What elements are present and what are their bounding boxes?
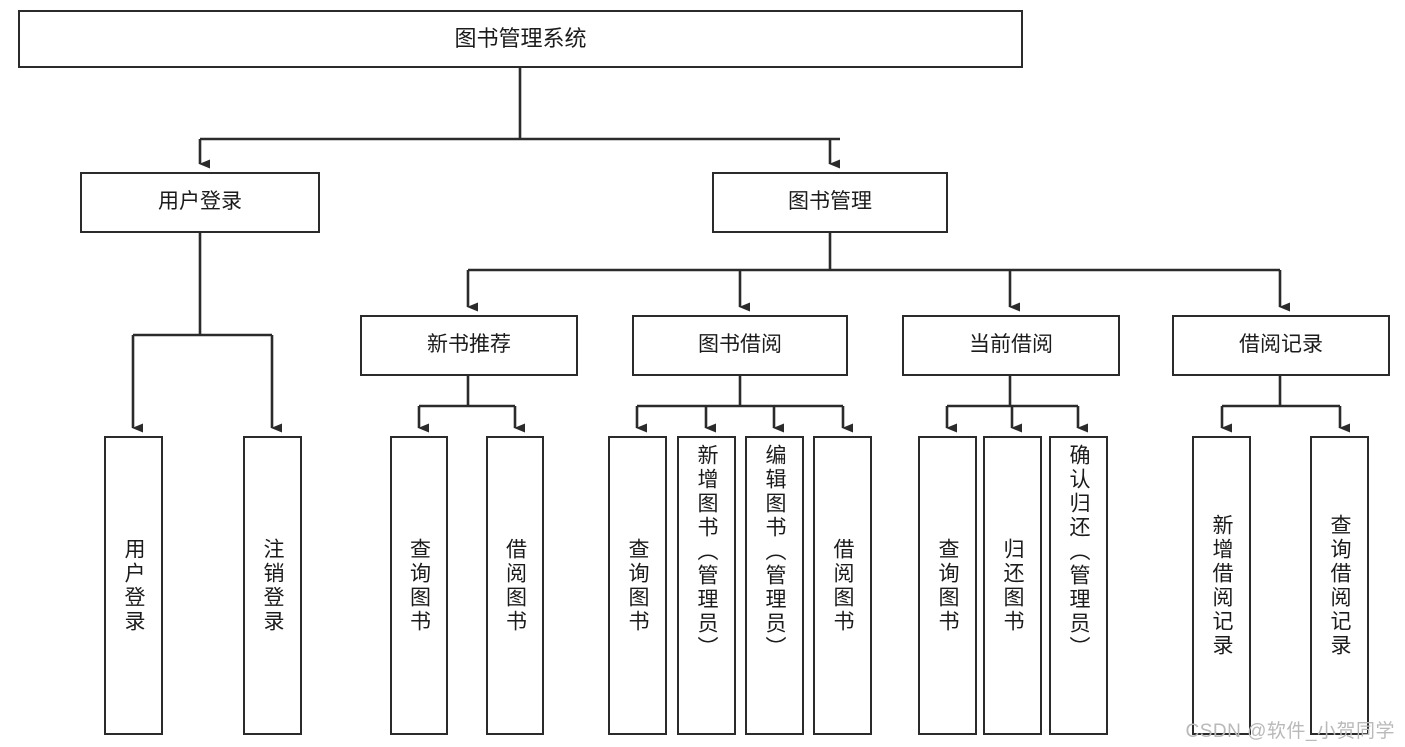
leaf-current-borrow-query-label: 查询图书 — [936, 537, 959, 634]
node-new-book-recommend[interactable]: 新书推荐 — [360, 315, 578, 376]
leaf-book-borrow-query-label: 查询图书 — [626, 537, 649, 634]
leaf-user-login-signout-label: 注销登录 — [261, 537, 284, 634]
node-root-label: 图书管理系统 — [454, 26, 587, 52]
node-current-borrow[interactable]: 当前借阅 — [902, 315, 1120, 376]
node-borrow-record[interactable]: 借阅记录 — [1172, 315, 1390, 376]
leaf-current-borrow-confirm-return-label: 确认归还（管理员） — [1067, 444, 1090, 660]
leaf-user-login-signout[interactable]: 注销登录 — [243, 436, 302, 735]
node-book-borrow-label: 图书借阅 — [698, 333, 782, 357]
node-book-borrow[interactable]: 图书借阅 — [632, 315, 848, 376]
leaf-new-book-query[interactable]: 查询图书 — [390, 436, 448, 735]
csdn-watermark: CSDN @软件_小贺同学 — [1185, 721, 1395, 742]
leaf-new-book-query-label: 查询图书 — [407, 537, 431, 634]
leaf-new-book-borrow-label: 借阅图书 — [503, 537, 527, 634]
leaf-user-login-signin[interactable]: 用户登录 — [104, 436, 163, 735]
leaf-book-borrow-add[interactable]: 新增图书（管理员） — [677, 436, 736, 735]
leaf-current-borrow-return-label: 归还图书 — [1001, 537, 1024, 634]
leaf-current-borrow-confirm-return[interactable]: 确认归还（管理员） — [1049, 436, 1108, 735]
leaf-new-book-borrow[interactable]: 借阅图书 — [486, 436, 544, 735]
leaf-borrow-record-query-label: 查询借阅记录 — [1328, 513, 1351, 658]
node-book-management-label: 图书管理 — [788, 190, 872, 214]
leaf-book-borrow-borrow-label: 借阅图书 — [831, 537, 854, 634]
node-borrow-record-label: 借阅记录 — [1239, 333, 1323, 357]
leaf-book-borrow-edit[interactable]: 编辑图书（管理员） — [745, 436, 804, 735]
node-current-borrow-label: 当前借阅 — [969, 333, 1053, 357]
node-user-login[interactable]: 用户登录 — [80, 172, 320, 233]
leaf-current-borrow-return[interactable]: 归还图书 — [983, 436, 1042, 735]
node-user-login-label: 用户登录 — [158, 190, 242, 214]
leaf-book-borrow-borrow[interactable]: 借阅图书 — [813, 436, 872, 735]
leaf-borrow-record-add[interactable]: 新增借阅记录 — [1192, 436, 1251, 735]
leaf-borrow-record-add-label: 新增借阅记录 — [1210, 513, 1233, 658]
leaf-book-borrow-edit-label: 编辑图书（管理员） — [763, 444, 786, 660]
node-book-management[interactable]: 图书管理 — [712, 172, 948, 233]
leaf-user-login-signin-label: 用户登录 — [122, 537, 145, 634]
leaf-borrow-record-query[interactable]: 查询借阅记录 — [1310, 436, 1369, 735]
leaf-current-borrow-query[interactable]: 查询图书 — [918, 436, 977, 735]
leaf-book-borrow-add-label: 新增图书（管理员） — [695, 444, 718, 660]
node-new-book-recommend-label: 新书推荐 — [427, 333, 511, 357]
leaf-book-borrow-query[interactable]: 查询图书 — [608, 436, 667, 735]
node-root-book-management-system[interactable]: 图书管理系统 — [18, 10, 1023, 68]
